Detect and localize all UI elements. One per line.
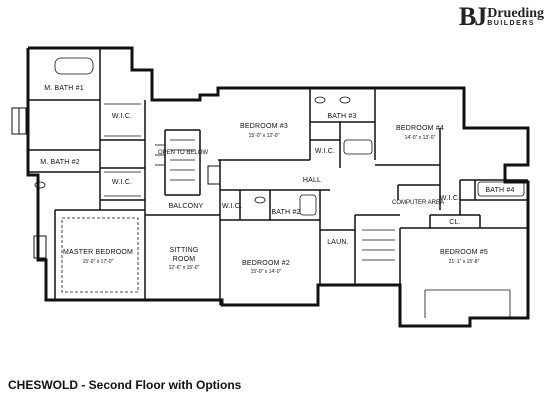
exterior-walls	[26, 46, 530, 328]
room-label-wic-upper: W.I.C.	[112, 113, 132, 120]
room-label-wic-bedroom-3: W.I.C.	[315, 148, 335, 155]
interior-walls	[28, 48, 528, 305]
room-label-laun: LAUN.	[327, 239, 349, 246]
room-label-sitting-2: ROOM	[173, 256, 196, 263]
logo-mark: BJ	[458, 2, 487, 31]
logo-name: Drueding	[487, 5, 544, 21]
room-label-balcony: BALCONY	[169, 203, 204, 210]
room-label-m-bath-2: M. BATH #2	[40, 159, 80, 166]
stair-and-fixtures	[34, 57, 525, 318]
room-label-wic-lower: W.I.C.	[112, 179, 132, 186]
room-label-sitting-1: SITTING	[169, 247, 198, 254]
room-label-open-below: OPEN TO BELOW	[158, 150, 208, 156]
room-dim-bedroom-3: 15'-0" x 12'-0"	[249, 133, 280, 139]
room-dim-bedroom-2: 15'-0" x 14'-0"	[251, 269, 282, 275]
room-dim-sitting: 12'-6" x 15'-0"	[169, 265, 200, 271]
room-label-wic-bedroom-4: W.I.C.	[440, 195, 460, 202]
room-label-bath-4: BATH #4	[485, 187, 514, 194]
plan-caption: CHESWOLD - Second Floor with Options	[8, 378, 242, 392]
room-label-master-bedroom: MASTER BEDROOM	[63, 249, 133, 256]
room-label-bedroom-3: BEDROOM #3	[240, 123, 288, 130]
side-windows	[11, 107, 221, 259]
room-label-bedroom-5: BEDROOM #5	[440, 249, 488, 256]
room-label-m-bath-1: M. BATH #1	[44, 85, 84, 92]
builder-logo: BJ Drueding BUILDERS	[459, 4, 544, 30]
logo-text: Drueding BUILDERS	[487, 5, 544, 28]
room-label-hall: HALL	[303, 177, 321, 184]
room-dim-bedroom-5: 21'-1" x 15'-8"	[449, 259, 480, 265]
room-dim-bedroom-4: 14'-0" x 13'-0"	[405, 135, 436, 141]
room-label-cl: CL.	[449, 219, 461, 226]
room-label-bedroom-4: BEDROOM #4	[396, 125, 444, 132]
room-label-bedroom-2: BEDROOM #2	[242, 260, 290, 267]
room-dim-master-bedroom: 15'-0" x 17'-0"	[83, 259, 114, 265]
logo-sub: BUILDERS	[487, 19, 535, 27]
room-label-bath-3: BATH #3	[327, 113, 356, 120]
room-label-wic-bedroom-2: W.I.C.	[222, 203, 242, 210]
room-label-bath-2: BATH #2	[271, 209, 300, 216]
room-label-computer-area: COMPUTER AREA	[392, 200, 444, 206]
